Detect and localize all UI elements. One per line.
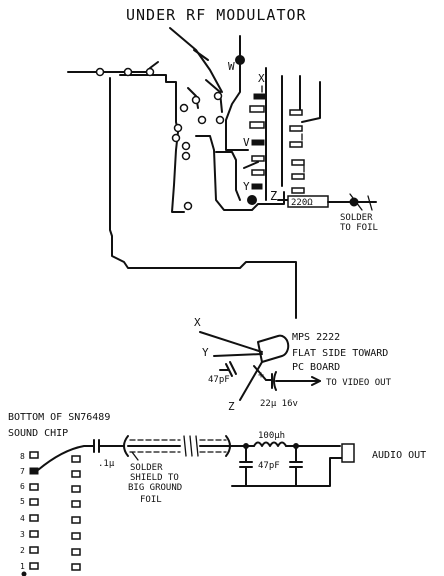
label-w: W — [228, 60, 235, 73]
pin-label: 2 — [20, 546, 25, 555]
shield-note-line2: SHIELD TO — [130, 473, 179, 483]
pin-label: 5 — [20, 497, 25, 506]
shield-note-line4: FOIL — [140, 495, 162, 505]
pin-label: 6 — [20, 482, 25, 491]
chip-heading-line2: SOUND CHIP — [8, 428, 68, 439]
pin-label: 3 — [20, 530, 25, 539]
coupling-cap-label: .1μ — [98, 459, 115, 469]
sound-chip-section: BOTTOM OF SN76489 SOUND CHIP 8 7 6 5 4 3… — [8, 412, 233, 576]
transistor-note-line1: FLAT SIDE TOWARD — [292, 348, 388, 359]
cap-47pf-label: 47pF — [208, 375, 230, 385]
shield-note-line1: SOLDER — [130, 463, 163, 473]
transistor-part: MPS 2222 — [292, 332, 340, 343]
transistor-detail: X MPS 2222 FLAT SIDE TOWARD PC BOARD Y Z… — [194, 316, 392, 413]
diagram-title: UNDER RF MODULATOR — [126, 6, 307, 24]
transistor-note-line2: PC BOARD — [292, 362, 340, 373]
solder-foil-line2: TO FOIL — [340, 223, 378, 233]
transistor-x-label: X — [194, 316, 201, 329]
transistor-y-label: Y — [202, 346, 209, 359]
audio-filter: 100μh 47pF AUDIO OUT — [231, 431, 426, 487]
label-v: V — [243, 136, 250, 149]
pin-label: 8 — [20, 452, 25, 461]
label-z: Z — [270, 189, 277, 203]
transistor-z-label: Z — [228, 400, 235, 413]
audio-out-label: AUDIO OUT — [372, 450, 426, 461]
pin-label: 7 — [20, 467, 25, 476]
cap-22u-label: 22μ 16v — [260, 399, 298, 409]
pin-label: 1 — [20, 562, 25, 571]
resistor-label: 220Ω — [291, 198, 313, 208]
chip-heading-line1: BOTTOM OF SN76489 — [8, 412, 110, 423]
label-y: Y — [243, 180, 250, 193]
video-out-label: TO VIDEO OUT — [326, 378, 392, 388]
label-x: X — [258, 72, 265, 85]
rf-modulator-board: W X V Y Z 220Ω — [67, 27, 378, 319]
audio-cap-label: 47pF — [258, 461, 280, 471]
inductor-label: 100μh — [258, 431, 285, 441]
shield-note-line3: BIG GROUND — [128, 483, 182, 493]
solder-foil-line1: SOLDER — [340, 213, 373, 223]
pin-label: 4 — [20, 514, 25, 523]
